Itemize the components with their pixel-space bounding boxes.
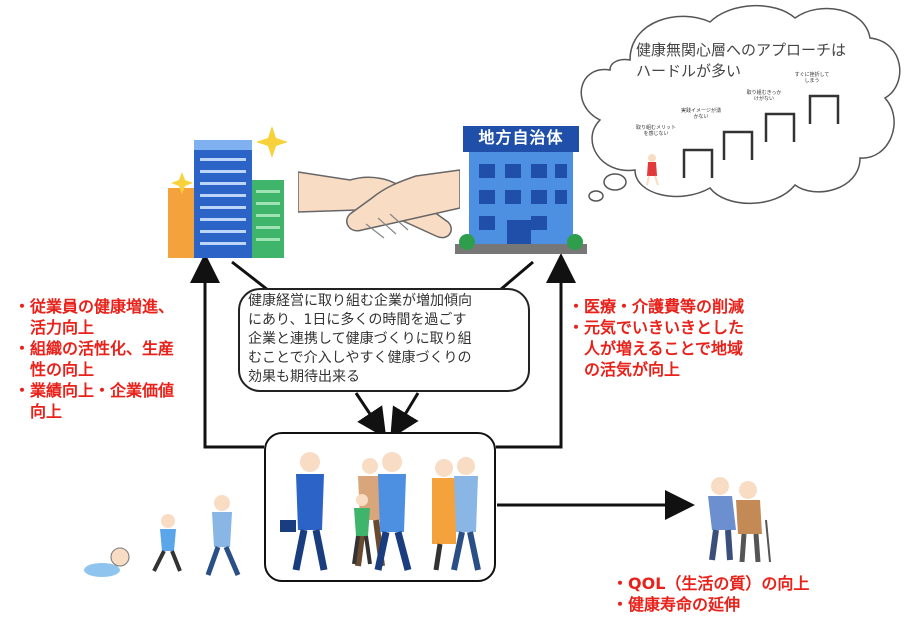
collaboration-line: 健康経営に取り組む企業が増加傾向 (248, 293, 472, 309)
arrow-down-right (390, 392, 420, 439)
outcomes: ・QOL（生活の質）の向上 ・健康寿命の延伸 (612, 573, 809, 615)
hurdle-label: 実践イメージが湧かない (681, 108, 721, 120)
worker-5 (432, 459, 456, 571)
benefit-line: 人が増えることで地域 (568, 339, 744, 358)
benefit-line: 性の向上 (14, 360, 95, 379)
elderly-woman (736, 481, 771, 563)
outcome-line: ・QOL（生活の質）の向上 (612, 574, 810, 593)
bubble-caption: 健康無関心層へのアプローチは ハードルが多い (636, 40, 846, 82)
life-stages-icon (84, 495, 241, 577)
collaboration-box: 健康経営に取り組む企業が増加傾向 にあり、1日に多くの時間を過ごす 企業と連携し… (238, 288, 530, 392)
thought-bubble (580, 4, 901, 205)
child-icon (152, 514, 182, 572)
worker-6 (451, 457, 481, 571)
benefit-line: ・業績向上・企業価値 (14, 381, 175, 400)
company-buildings-icon (168, 126, 288, 258)
government-benefits: ・医療・介護費等の削減 ・元気でいきいきとした 人が増えることで地域 の活気が向… (568, 296, 744, 380)
worker-4 (374, 452, 412, 571)
arrow-down-left (354, 392, 387, 439)
arrow-to-government (496, 253, 576, 449)
link-company-box (231, 260, 269, 292)
bubble-line: ハードルが多い (636, 62, 742, 80)
bubble-line: 健康無関心層へのアプローチは (636, 41, 847, 59)
benefit-line: 活力向上 (14, 318, 95, 337)
hurdles (682, 94, 840, 178)
elderly-man (708, 477, 736, 561)
worker-2 (355, 458, 385, 567)
child-runner-icon (646, 154, 659, 186)
hurdle-label: 取り組むメリットを感じない (635, 125, 676, 137)
government-sign: 地方自治体 (478, 128, 564, 147)
link-government-box (499, 260, 534, 292)
baby-icon (84, 547, 130, 577)
collaboration-line: 企業と連携して健康づくりに取り組 (248, 331, 472, 347)
worker-3 (352, 494, 372, 565)
benefit-line: ・組織の活性化、生産 (14, 339, 175, 358)
company-benefits: ・従業員の健康増進、 活力向上 ・組織の活性化、生産 性の向上 ・業績向上・企業… (14, 296, 174, 422)
benefit-line: の活気が向上 (568, 360, 681, 379)
hurdle-label: すぐに挫折してしまう (794, 72, 830, 84)
hurdle-label: 取り組むきっかけがない (746, 90, 782, 102)
benefit-line: 向上 (14, 402, 63, 421)
collaboration-line: 効果も期待出来る (248, 369, 360, 385)
worker-1 (280, 452, 328, 571)
workers-icon (280, 452, 481, 571)
collaboration-line: むことで介入しやすく健康づくりの (248, 350, 472, 366)
benefit-line: ・元気でいきいきとした (568, 318, 745, 337)
outcome-line: ・健康寿命の延伸 (612, 595, 741, 614)
handshake-icon (298, 169, 460, 239)
collaboration-line: にあり、1日に多くの時間を過ごす (248, 312, 467, 328)
benefit-line: ・医療・介護費等の削減 (568, 297, 745, 316)
arrow-to-company (190, 253, 264, 449)
benefit-line: ・従業員の健康増進、 (14, 297, 175, 316)
government-building-icon (455, 126, 587, 254)
elderly-couple-icon (708, 477, 771, 563)
teen-icon (205, 495, 241, 576)
